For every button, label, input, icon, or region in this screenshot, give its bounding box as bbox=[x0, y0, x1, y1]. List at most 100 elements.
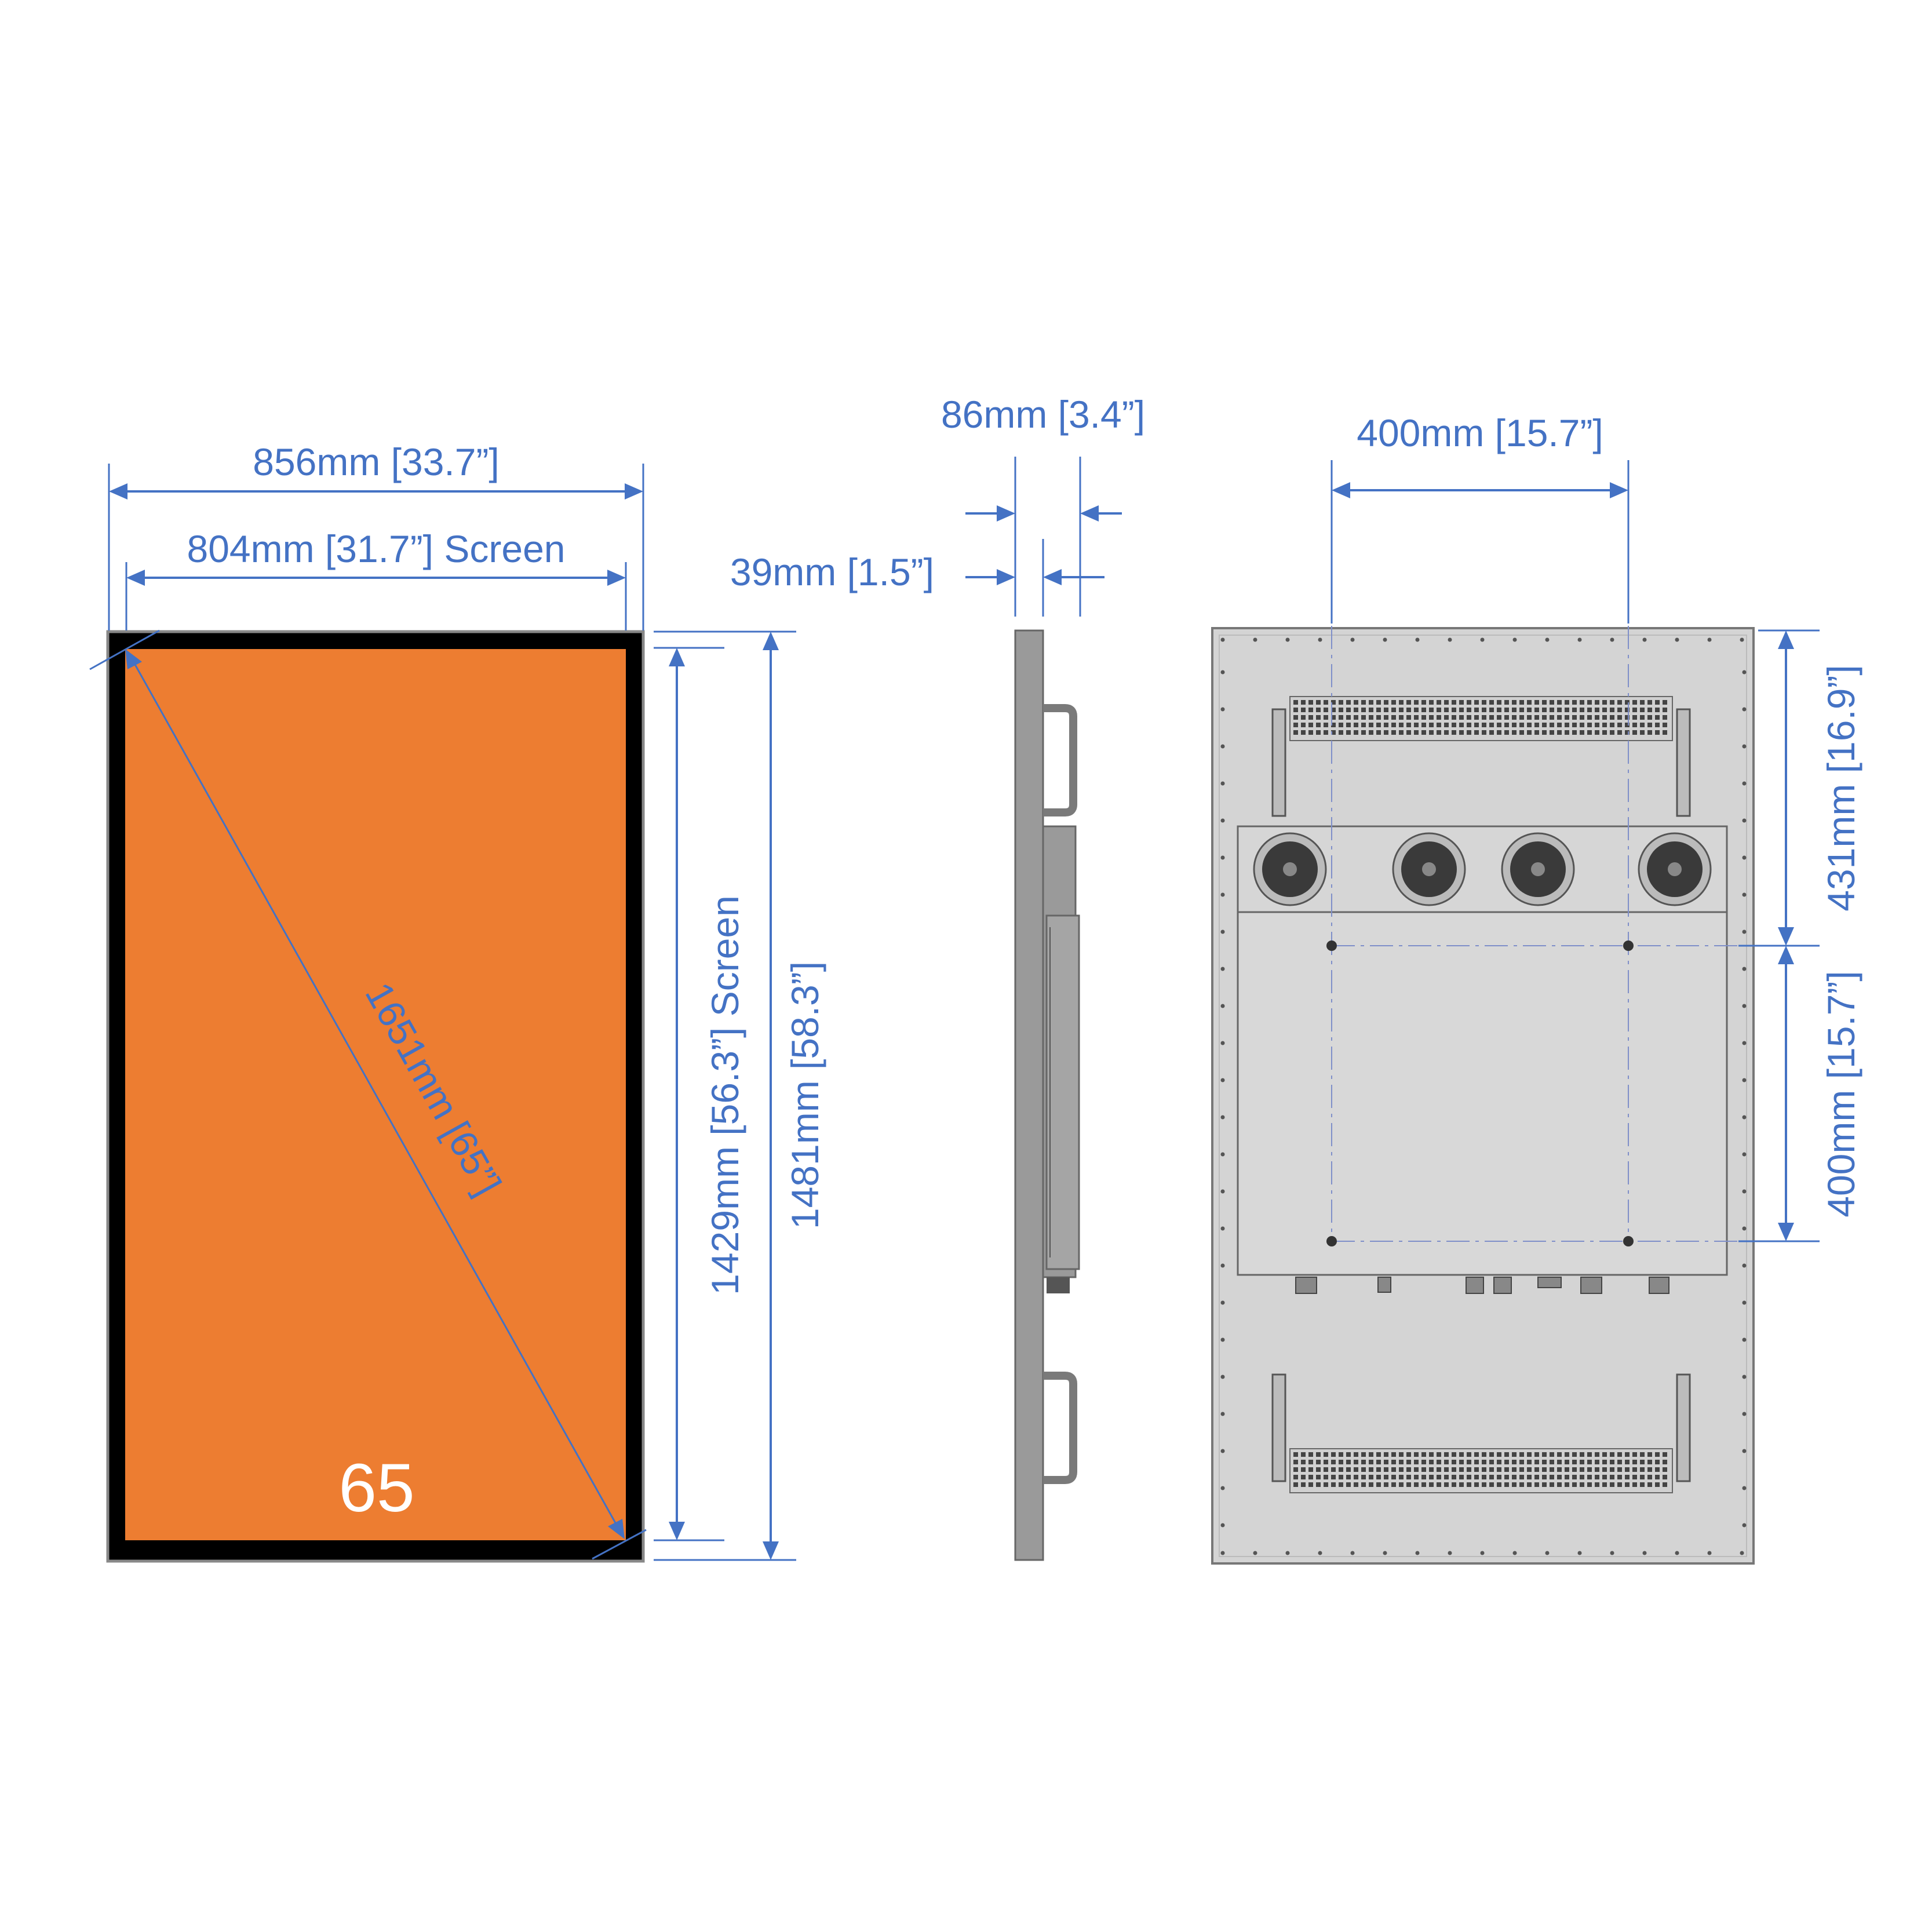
grille-hole bbox=[1474, 1460, 1479, 1464]
grille-hole bbox=[1595, 1475, 1599, 1479]
grille-hole bbox=[1489, 1482, 1494, 1487]
grille-hole bbox=[1519, 1460, 1524, 1464]
grille-hole bbox=[1625, 723, 1630, 727]
grille-hole bbox=[1384, 1482, 1388, 1487]
screw-dot bbox=[1220, 892, 1225, 897]
grille-hole bbox=[1459, 723, 1464, 727]
grille-hole bbox=[1504, 715, 1509, 720]
grille-hole bbox=[1376, 715, 1381, 720]
screw-dot bbox=[1742, 1486, 1747, 1490]
screw-dot bbox=[1253, 1551, 1257, 1555]
grille-hole bbox=[1384, 723, 1388, 727]
screw-dot bbox=[1220, 1412, 1225, 1416]
grille-hole bbox=[1339, 1452, 1343, 1457]
grille-hole bbox=[1391, 708, 1396, 712]
grille-hole bbox=[1497, 730, 1501, 735]
grille-hole bbox=[1565, 700, 1569, 705]
grille-hole bbox=[1399, 1460, 1404, 1464]
grille-hole bbox=[1610, 708, 1614, 712]
screw-dot bbox=[1642, 637, 1647, 642]
grille-hole bbox=[1384, 1475, 1388, 1479]
vesa-width-label: 400mm [15.7”] bbox=[1357, 411, 1603, 454]
grille-hole bbox=[1512, 1475, 1517, 1479]
grille-hole bbox=[1437, 1467, 1441, 1472]
grille-hole bbox=[1324, 715, 1328, 720]
fan-vent-icon bbox=[1501, 832, 1575, 906]
grille-hole bbox=[1474, 723, 1479, 727]
grille-hole bbox=[1565, 1482, 1569, 1487]
grille-icon bbox=[1289, 696, 1673, 741]
grille-hole bbox=[1369, 730, 1373, 735]
grille-hole bbox=[1519, 700, 1524, 705]
grille-hole bbox=[1331, 1452, 1336, 1457]
grille-hole bbox=[1572, 723, 1577, 727]
grille-hole bbox=[1414, 1467, 1419, 1472]
grille-hole bbox=[1414, 1460, 1419, 1464]
grille-hole bbox=[1467, 1452, 1471, 1457]
screw-dot bbox=[1220, 1523, 1225, 1528]
grille-hole bbox=[1316, 1460, 1321, 1464]
grille-hole bbox=[1459, 1460, 1464, 1464]
grille-hole bbox=[1565, 723, 1569, 727]
grille-hole bbox=[1369, 1475, 1373, 1479]
grille-hole bbox=[1632, 1475, 1637, 1479]
grille-hole bbox=[1519, 723, 1524, 727]
grille-hole bbox=[1580, 1452, 1584, 1457]
grille-hole bbox=[1293, 700, 1298, 705]
grille-hole bbox=[1550, 700, 1554, 705]
grille-hole bbox=[1429, 700, 1434, 705]
screw-dot bbox=[1742, 929, 1747, 934]
grille-hole bbox=[1602, 1467, 1607, 1472]
connector-icon bbox=[1295, 1277, 1669, 1294]
grille-hole bbox=[1406, 730, 1411, 735]
grille-hole bbox=[1331, 1475, 1336, 1479]
screw-dot bbox=[1415, 1551, 1420, 1555]
grille-hole bbox=[1617, 700, 1622, 705]
screw-dot bbox=[1742, 1189, 1747, 1194]
grille-hole bbox=[1512, 1467, 1517, 1472]
screw-dot bbox=[1415, 637, 1420, 642]
grille-hole bbox=[1339, 1475, 1343, 1479]
rear-view: 400mm [15.7”] 431mm [16.9”] 400mm [15.7”… bbox=[1211, 411, 1862, 1565]
grille-hole bbox=[1293, 1482, 1298, 1487]
vesa-hole bbox=[1326, 1236, 1337, 1246]
grille-hole bbox=[1406, 715, 1411, 720]
grille-hole bbox=[1482, 1452, 1486, 1457]
grille-hole bbox=[1625, 730, 1630, 735]
grille-hole bbox=[1647, 1460, 1652, 1464]
grille-hole bbox=[1467, 1467, 1471, 1472]
grille-hole bbox=[1331, 1460, 1336, 1464]
grille-hole bbox=[1391, 723, 1396, 727]
grille-hole bbox=[1640, 730, 1645, 735]
grille-hole bbox=[1542, 708, 1547, 712]
electronics-panel bbox=[1237, 911, 1728, 1276]
grille-hole bbox=[1640, 1452, 1645, 1457]
grille-hole bbox=[1489, 715, 1494, 720]
grille-hole bbox=[1384, 700, 1388, 705]
grille-hole bbox=[1399, 700, 1404, 705]
grille-hole bbox=[1391, 730, 1396, 735]
grille-hole bbox=[1580, 730, 1584, 735]
grille-hole bbox=[1640, 1460, 1645, 1464]
grille-hole bbox=[1580, 1482, 1584, 1487]
panel-depth-label: 39mm [1.5”] bbox=[730, 551, 934, 593]
grille-hole bbox=[1602, 715, 1607, 720]
grille-hole bbox=[1444, 700, 1449, 705]
grille-hole bbox=[1452, 723, 1456, 727]
grille-hole bbox=[1595, 1482, 1599, 1487]
screw-dot bbox=[1742, 1115, 1747, 1120]
grille-hole bbox=[1414, 1475, 1419, 1479]
grille-hole bbox=[1429, 715, 1434, 720]
screw-dot bbox=[1742, 1523, 1747, 1528]
grille-hole bbox=[1474, 1467, 1479, 1472]
grille-hole bbox=[1542, 1452, 1547, 1457]
grille-hole bbox=[1308, 723, 1313, 727]
grille-hole bbox=[1474, 1452, 1479, 1457]
grille-hole bbox=[1550, 715, 1554, 720]
grille-hole bbox=[1572, 1452, 1577, 1457]
front-view: 856mm [33.7”] 804mm [31.7”] Screen 1651m… bbox=[89, 440, 647, 1563]
grille-hole bbox=[1369, 715, 1373, 720]
grille-hole bbox=[1399, 1467, 1404, 1472]
screw-dot bbox=[1220, 744, 1225, 749]
grille-hole bbox=[1339, 1467, 1343, 1472]
